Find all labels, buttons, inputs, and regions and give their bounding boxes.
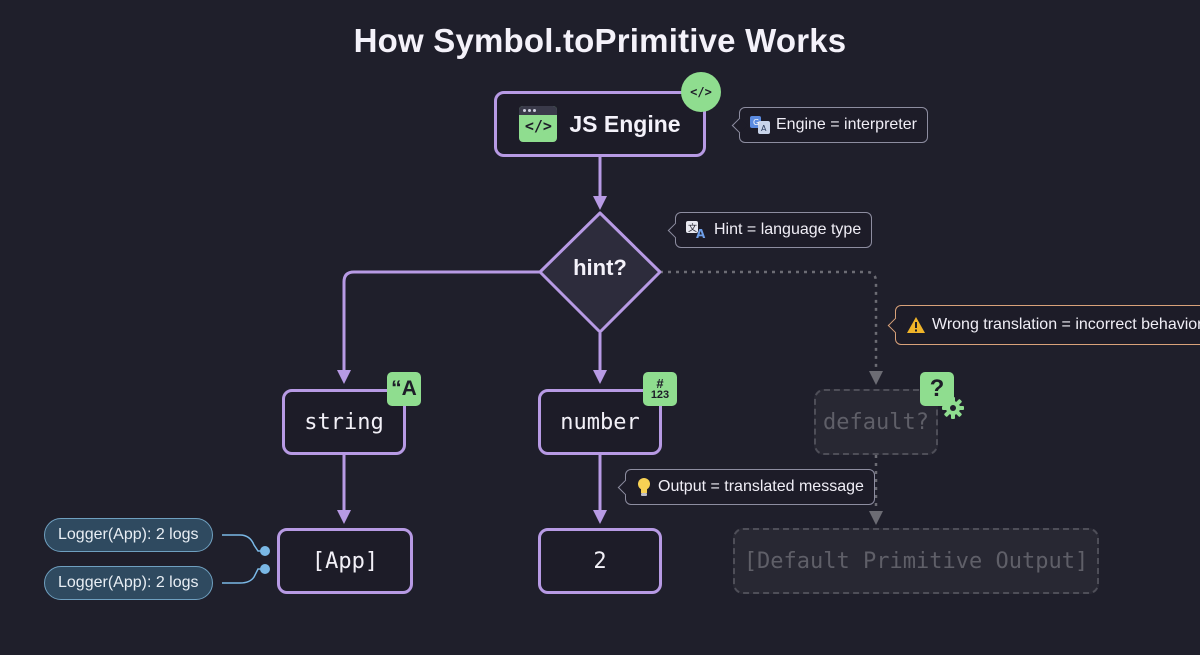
logger-pill-1: Logger(App): 2 logs xyxy=(44,518,213,552)
lightbulb-icon xyxy=(638,478,650,496)
callout-hint: 文 A Hint = language type xyxy=(667,212,873,248)
number-label: number xyxy=(560,409,640,435)
gear-code-icon: </> xyxy=(685,76,717,108)
translate-icon: G A xyxy=(750,116,770,134)
callout-output: Output = translated message xyxy=(617,469,875,505)
callout-wrong-text: Wrong translation = incorrect behavior xyxy=(932,316,1200,333)
callout-output-text: Output = translated message xyxy=(658,478,864,495)
callout-engine-text: Engine = interpreter xyxy=(776,116,917,133)
string-label: string xyxy=(304,409,384,435)
string-node: string xyxy=(282,389,406,455)
default-label: default? xyxy=(823,409,929,435)
svg-text:A: A xyxy=(761,124,767,133)
page-title: How Symbol.toPrimitive Works xyxy=(353,22,847,59)
code-window-icon: </> xyxy=(519,106,558,142)
number-hash-icon: # 123 xyxy=(643,372,677,406)
hint-label: hint? xyxy=(573,255,627,280)
log-connector-dot-2 xyxy=(260,564,270,574)
svg-text:A: A xyxy=(696,227,706,239)
callout-engine: G A Engine = interpreter xyxy=(731,107,928,143)
log-connector-dot-1 xyxy=(260,546,270,556)
app-output-node: [App] xyxy=(277,528,413,594)
hint-diamond xyxy=(538,211,662,334)
digits-glyph: 123 xyxy=(650,389,670,401)
logger-pill-text: Logger(App): 2 logs xyxy=(58,526,199,543)
number-output-node: 2 xyxy=(538,528,662,594)
connector-hint-to-default xyxy=(660,270,883,385)
default-output-node: [Default Primitive Output] xyxy=(733,528,1099,594)
logger-pill-text: Logger(App): 2 logs xyxy=(58,574,199,591)
hash-glyph: # xyxy=(656,376,664,391)
log-connector-1 xyxy=(222,534,266,552)
svg-text:G: G xyxy=(753,118,759,127)
log-connector-2 xyxy=(222,568,266,584)
js-engine-node: </> JS Engine xyxy=(494,91,706,157)
number-output-label: 2 xyxy=(593,548,607,574)
connector-hint-to-string xyxy=(337,270,540,384)
default-node: default? xyxy=(814,389,938,455)
language-icon: 文 A xyxy=(686,221,706,239)
svg-text:文: 文 xyxy=(688,222,697,234)
callout-wrong: Wrong translation = incorrect behavior xyxy=(887,305,1200,345)
small-gear-icon xyxy=(942,397,964,419)
number-node: number xyxy=(538,389,662,455)
question-gear-icon: ? xyxy=(920,372,954,406)
default-output-label: [Default Primitive Output] xyxy=(743,548,1089,574)
callout-hint-text: Hint = language type xyxy=(714,221,862,238)
app-output-label: [App] xyxy=(311,548,379,574)
js-engine-label: JS Engine xyxy=(569,110,681,137)
warning-icon xyxy=(907,317,925,333)
logger-pill-2: Logger(App): 2 logs xyxy=(44,566,213,600)
quote-letter-icon: “A xyxy=(387,372,421,406)
